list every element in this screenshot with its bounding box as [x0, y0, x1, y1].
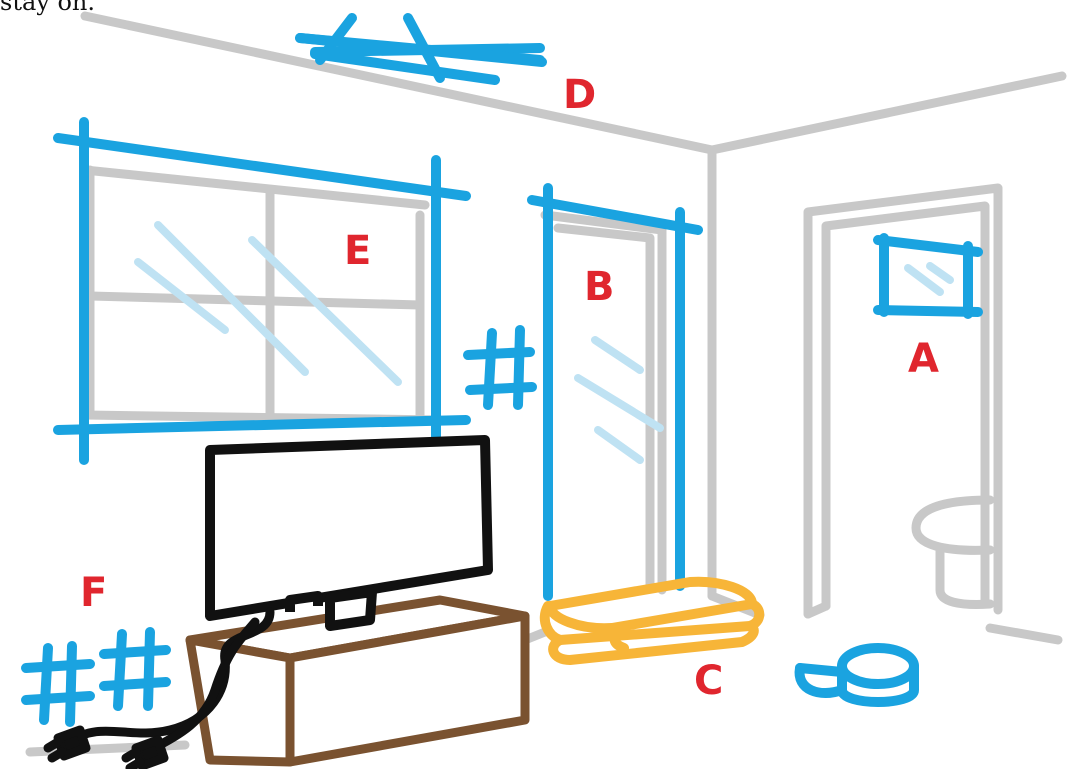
window-mullion-horizontal	[90, 296, 420, 305]
towel-stack	[545, 582, 759, 660]
hash-tape-icon	[26, 646, 90, 722]
tape-roll-icon	[800, 648, 914, 702]
label-b: B	[584, 264, 615, 310]
floor-line-far-right	[990, 628, 1058, 640]
tv-screen	[210, 440, 488, 616]
bathroom-mirror-tape	[878, 238, 978, 314]
ceiling-line-right	[712, 76, 1062, 150]
hash-tape-icon	[104, 632, 166, 706]
toilet-seat	[916, 500, 990, 550]
mirror-glare-1	[595, 340, 640, 370]
mirror-tape	[532, 188, 698, 596]
hash-tape-icon	[468, 330, 532, 405]
mirror-glare-3	[598, 430, 640, 460]
label-f: F	[80, 570, 107, 616]
label-d: D	[563, 72, 596, 118]
tv-neck	[290, 596, 318, 612]
tv-base	[330, 592, 372, 626]
ceiling-line-left	[85, 16, 712, 150]
bath-mirror-glare-2	[930, 266, 950, 280]
label-e: E	[344, 228, 371, 274]
label-a: A	[908, 336, 939, 382]
label-c: C	[694, 658, 723, 704]
